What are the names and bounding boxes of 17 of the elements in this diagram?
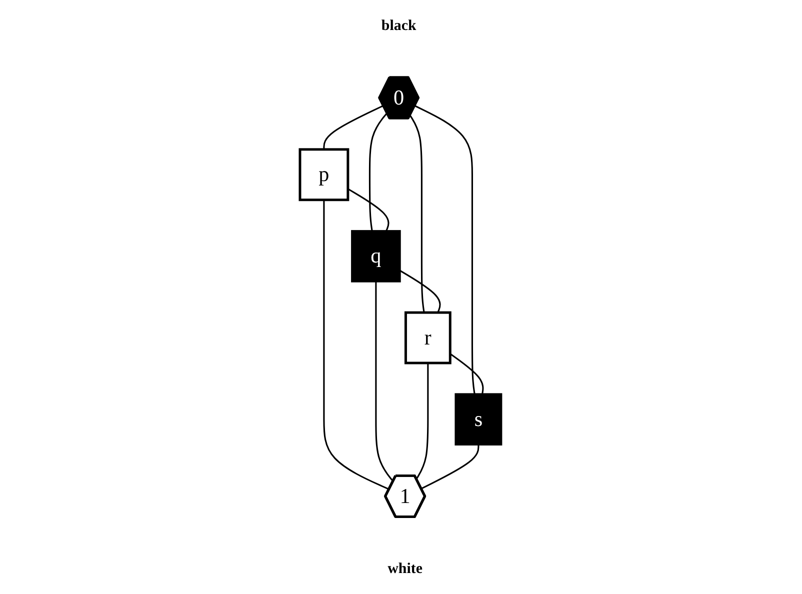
- connector: [324, 105, 384, 150]
- connector: [324, 200, 390, 490]
- connector: [421, 444, 480, 490]
- connector: [410, 115, 426, 313]
- connector: [376, 281, 394, 482]
- node-box: r: [404, 311, 452, 364]
- connector: [416, 363, 430, 480]
- node-label: black: [382, 17, 417, 34]
- node-box: s: [455, 393, 503, 446]
- connector: [400, 270, 442, 313]
- node-box: p: [299, 148, 350, 202]
- connector: [450, 353, 484, 394]
- connector: [415, 105, 476, 394]
- node-label: white: [388, 560, 423, 577]
- connector: [348, 188, 390, 232]
- node-box: q: [351, 230, 402, 282]
- connector: [369, 112, 388, 232]
